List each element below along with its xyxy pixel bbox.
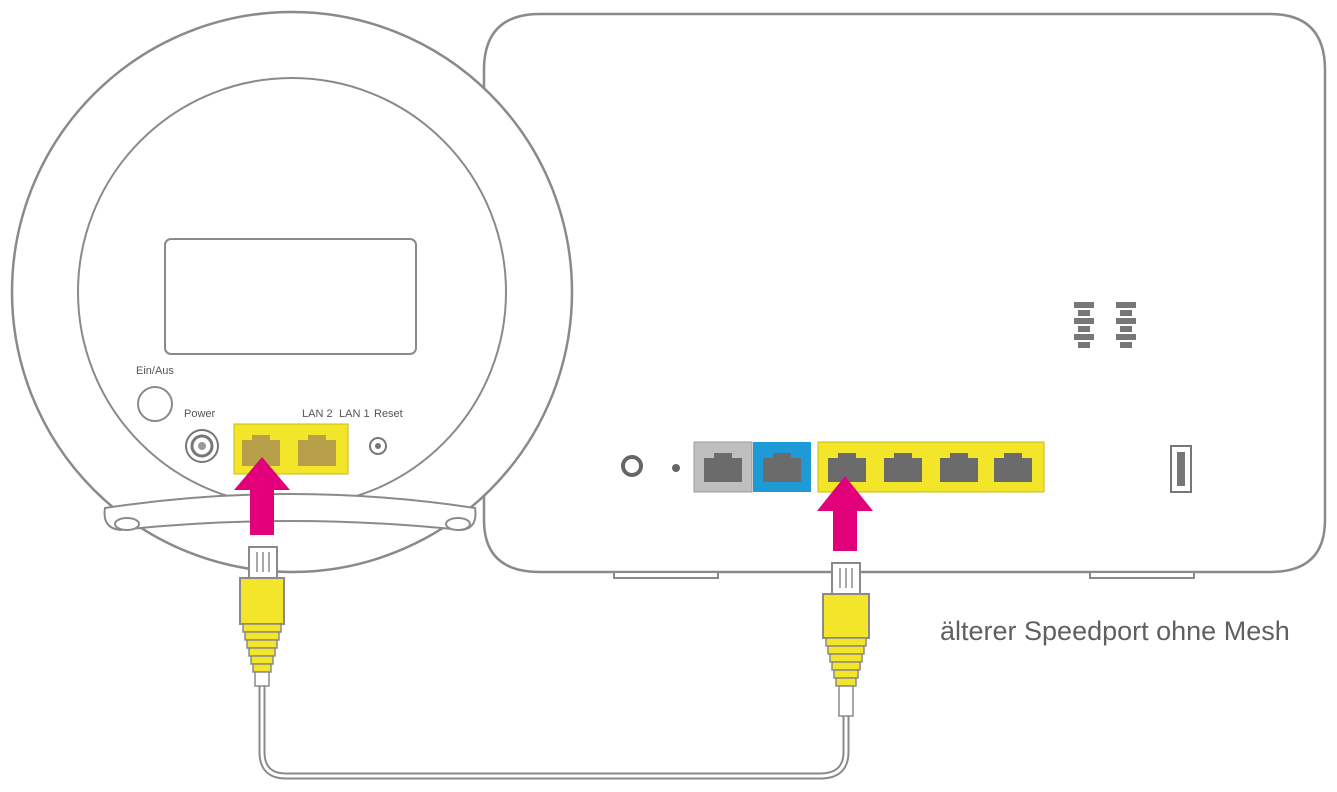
cable-plug-left [239, 546, 285, 687]
cable-plug-right [822, 562, 870, 717]
vent-slots [1074, 302, 1136, 348]
router-lan-port-1 [828, 453, 866, 482]
mesh-lan-port-1 [298, 435, 336, 466]
on-off-button [137, 386, 173, 422]
mesh-device: Ein/Aus Power LAN 2 LAN 1 Reset [10, 10, 574, 574]
mesh-label-plate [164, 238, 417, 355]
router-foot-right [1089, 571, 1195, 579]
lan2-label: LAN 2 [302, 408, 333, 420]
vent-column-left [1074, 302, 1094, 348]
lan1-label: LAN 1 [339, 408, 370, 420]
vent-column-right [1116, 302, 1136, 348]
on-off-label: Ein/Aus [136, 365, 174, 377]
reset-label: Reset [374, 408, 403, 420]
router-dsl-port [753, 442, 811, 492]
router-foot-left [613, 571, 719, 579]
mesh-lan-ports [233, 423, 349, 475]
router-lan-port-4 [994, 453, 1032, 482]
mesh-lan-port-2 [242, 435, 280, 466]
router-wan-port [693, 441, 753, 493]
speedport-router [482, 12, 1327, 579]
arrow-to-router-lan [817, 476, 873, 551]
router-caption: älterer Speedport ohne Mesh [940, 616, 1290, 646]
router-lan-port-3 [940, 453, 978, 482]
arrow-to-mesh-lan [234, 457, 290, 535]
router-lan-port-2 [884, 453, 922, 482]
router-usb-port [1170, 445, 1192, 493]
router-reset-hole [672, 464, 680, 472]
lan-cable [258, 685, 850, 780]
power-label: Power [184, 408, 216, 420]
router-power-jack [621, 455, 643, 477]
router-lan-ports [817, 441, 1045, 493]
